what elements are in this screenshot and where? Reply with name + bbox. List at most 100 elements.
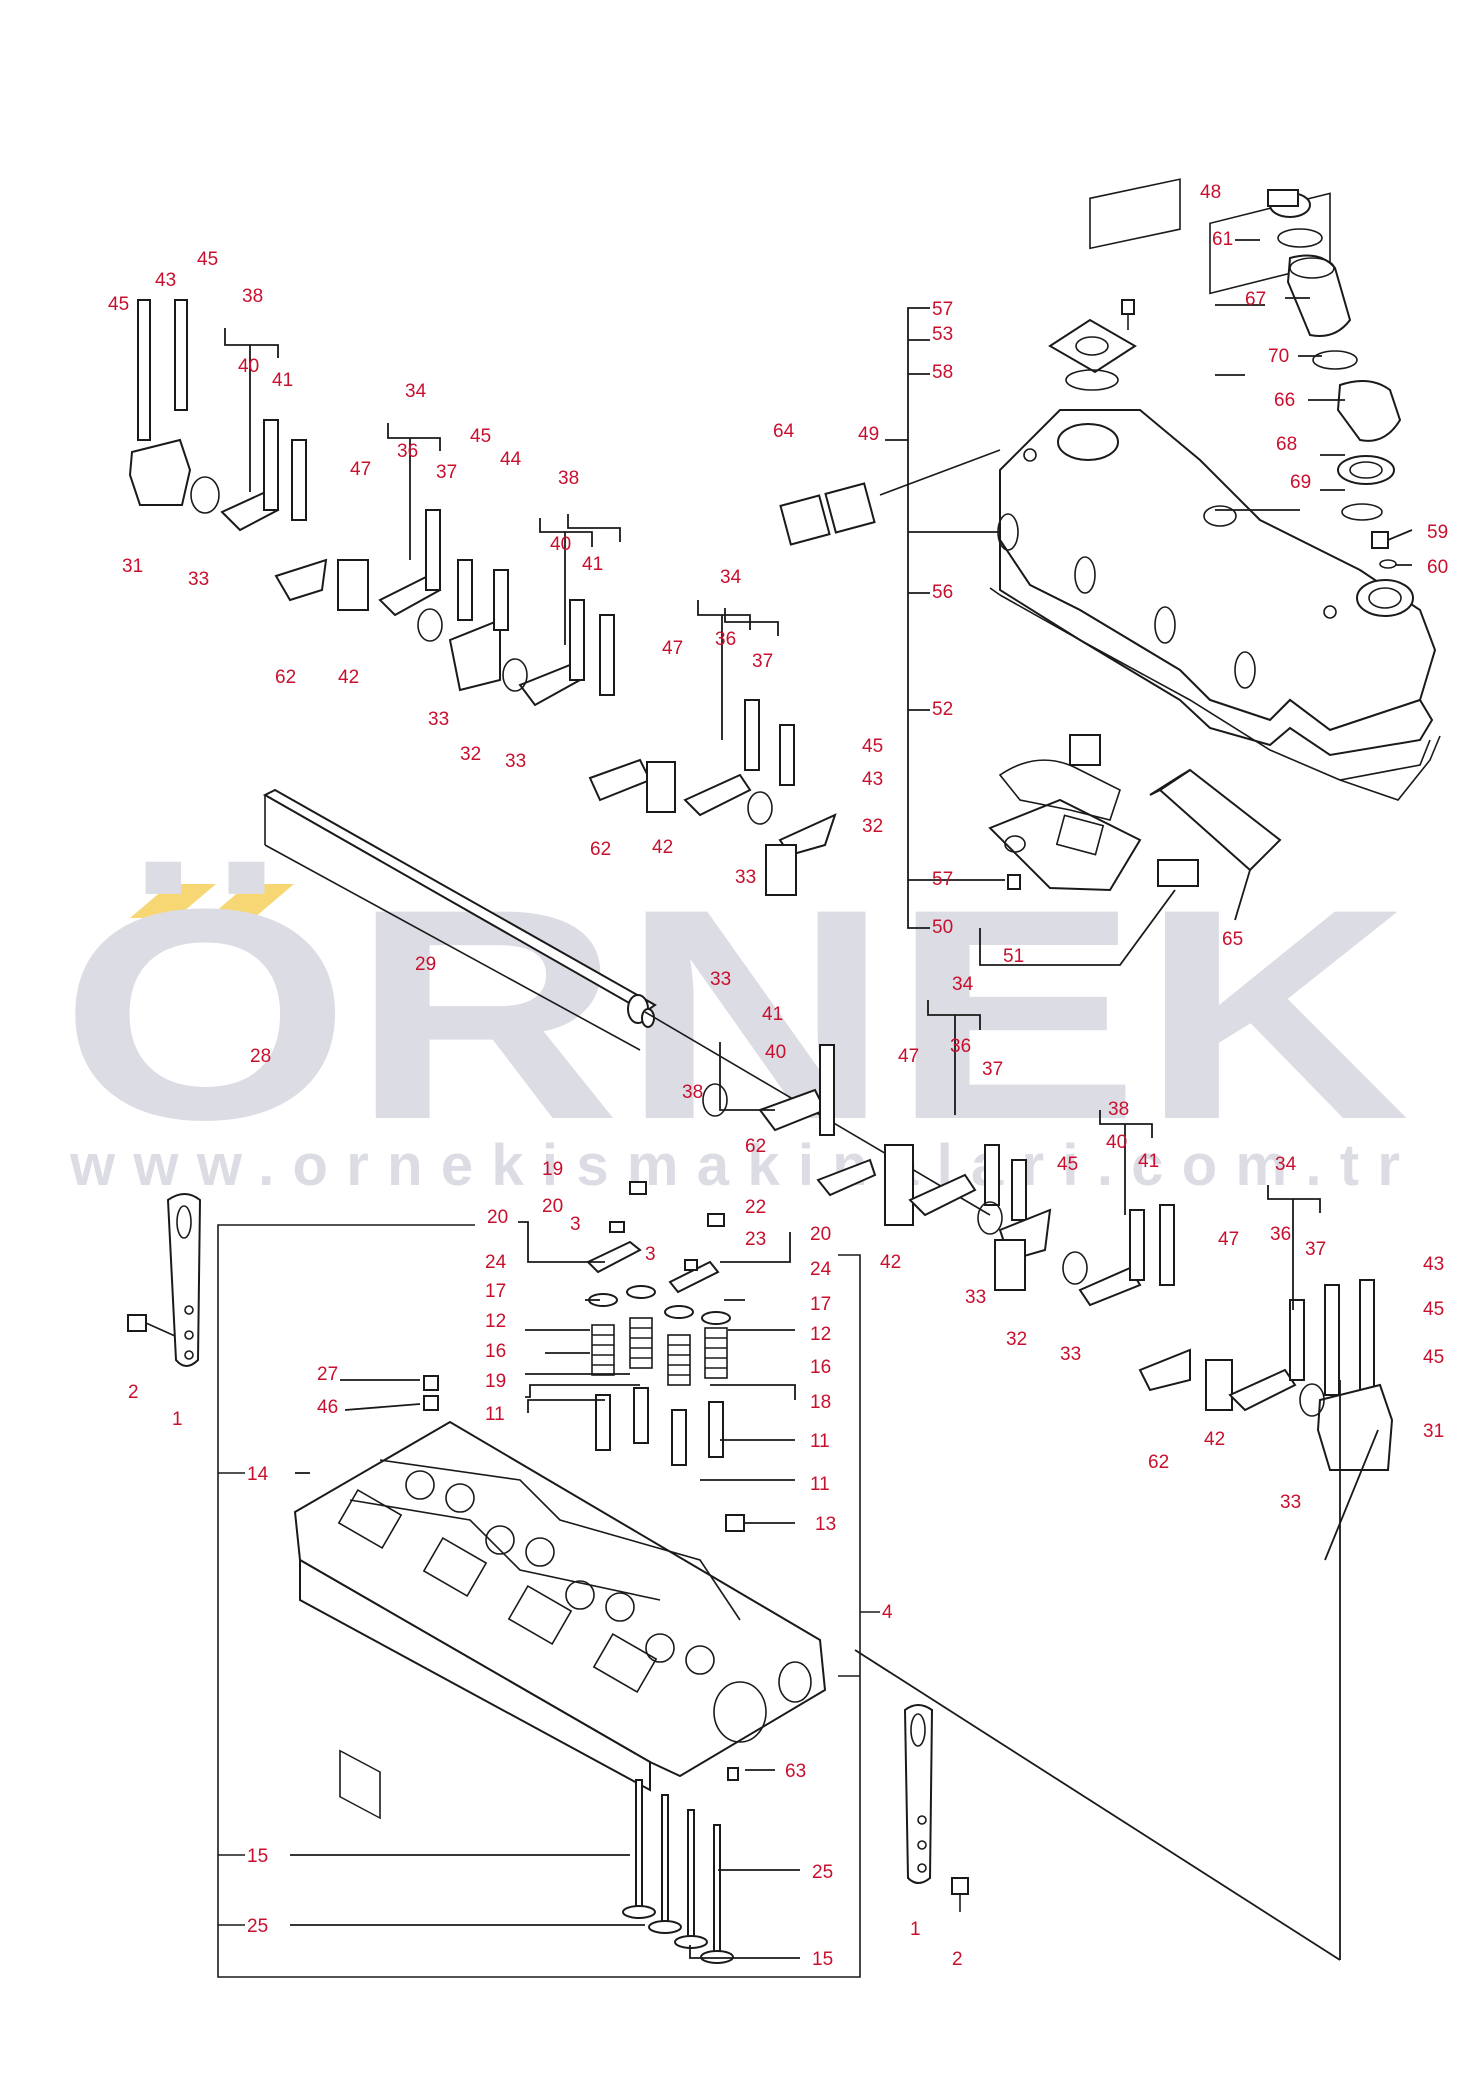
oil-filler-assembly <box>1267 189 1402 569</box>
label-40: 40 <box>765 1042 786 1063</box>
label-60: 60 <box>1427 557 1448 578</box>
label-42: 42 <box>338 667 359 688</box>
label-33: 33 <box>1060 1344 1081 1365</box>
label-20: 20 <box>487 1207 508 1228</box>
lifting-bracket-left <box>166 1193 202 1367</box>
label-11: 11 <box>810 1431 830 1452</box>
label-43: 43 <box>155 270 176 291</box>
label-2: 2 <box>952 1949 963 1970</box>
label-47: 47 <box>662 638 683 659</box>
label-13: 13 <box>815 1514 836 1535</box>
label-20: 20 <box>810 1224 831 1245</box>
label-23: 23 <box>745 1229 766 1250</box>
label-61: 61 <box>1212 229 1233 250</box>
label-22: 22 <box>745 1197 766 1218</box>
label-52: 52 <box>932 699 953 720</box>
label-33: 33 <box>710 969 731 990</box>
sealant-tube <box>1149 768 1282 872</box>
label-63: 63 <box>785 1761 806 1782</box>
label-45: 45 <box>1423 1347 1444 1368</box>
label-33: 33 <box>1280 1492 1301 1513</box>
watermark-brand: ÖRNEK <box>60 846 1410 1182</box>
label-24: 24 <box>810 1259 832 1280</box>
label-41: 41 <box>762 1004 783 1025</box>
label-66: 66 <box>1274 390 1295 411</box>
label-32: 32 <box>460 744 481 765</box>
label-16: 16 <box>810 1357 831 1378</box>
label-68: 68 <box>1276 434 1297 455</box>
label-41: 41 <box>582 554 603 575</box>
label-15: 15 <box>247 1846 268 1867</box>
valve-springs-and-guides <box>423 1285 745 1781</box>
sensor-plate <box>988 734 1199 892</box>
label-47: 47 <box>1218 1229 1239 1250</box>
label-38: 38 <box>682 1082 703 1103</box>
label-45: 45 <box>1423 1299 1444 1320</box>
label-31: 31 <box>122 556 143 577</box>
label-45: 45 <box>470 426 491 447</box>
label-38: 38 <box>558 468 579 489</box>
label-62: 62 <box>590 839 611 860</box>
label-42: 42 <box>1204 1429 1225 1450</box>
label-25: 25 <box>247 1916 268 1937</box>
label-53: 53 <box>932 324 953 345</box>
label-17: 17 <box>485 1281 506 1302</box>
label-56: 56 <box>932 582 953 603</box>
label-15: 15 <box>812 1949 833 1970</box>
label-57: 57 <box>932 869 953 890</box>
label-65: 65 <box>1222 929 1243 950</box>
label-36: 36 <box>397 441 418 462</box>
breather-plate <box>1048 299 1137 391</box>
label-36: 36 <box>715 629 736 650</box>
label-42: 42 <box>652 837 673 858</box>
label-59: 59 <box>1427 522 1448 543</box>
watermark-accent-right <box>208 884 294 918</box>
label-33: 33 <box>188 569 209 590</box>
label-34: 34 <box>952 974 974 995</box>
rocker-arm-sets <box>128 299 1394 1471</box>
label-27: 27 <box>317 1364 338 1385</box>
label-51: 51 <box>1003 946 1024 967</box>
watermark-accent-left <box>130 884 216 918</box>
label-40: 40 <box>238 356 259 377</box>
label-1: 1 <box>172 1409 183 1430</box>
label-34: 34 <box>720 567 742 588</box>
label-50: 50 <box>932 917 953 938</box>
label-14: 14 <box>247 1464 269 1485</box>
label-45: 45 <box>862 736 883 757</box>
valves <box>622 1779 734 1964</box>
label-37: 37 <box>1305 1239 1326 1260</box>
label-43: 43 <box>862 769 883 790</box>
cylinder-head <box>293 1420 827 1820</box>
watermark: ÖRNEK www.ornekismakinalari.com.tr <box>60 846 1410 1198</box>
part-labels: 45 43 45 38 40 41 47 31 33 62 42 34 36 3… <box>108 182 1448 1970</box>
label-47: 47 <box>350 459 371 480</box>
label-24: 24 <box>485 1252 507 1273</box>
label-48: 48 <box>1200 182 1221 203</box>
label-3: 3 <box>645 1244 656 1265</box>
label-34: 34 <box>405 381 427 402</box>
label-12: 12 <box>810 1324 831 1345</box>
label-25: 25 <box>812 1862 833 1883</box>
label-29: 29 <box>415 954 436 975</box>
label-69: 69 <box>1290 472 1311 493</box>
label-37: 37 <box>436 462 457 483</box>
label-62: 62 <box>275 667 296 688</box>
label-37: 37 <box>752 651 773 672</box>
label-41: 41 <box>1138 1151 1159 1172</box>
label-40: 40 <box>1106 1132 1127 1153</box>
label-49: 49 <box>858 424 879 445</box>
label-45: 45 <box>108 294 129 315</box>
label-33: 33 <box>428 709 449 730</box>
label-45: 45 <box>1057 1154 1078 1175</box>
label-41: 41 <box>272 370 293 391</box>
label-36: 36 <box>1270 1224 1291 1245</box>
valve-bridges <box>586 1181 725 1294</box>
label-43: 43 <box>1423 1254 1444 1275</box>
label-33: 33 <box>505 751 526 772</box>
label-16: 16 <box>485 1341 506 1362</box>
label-57: 57 <box>932 299 953 320</box>
label-1: 1 <box>910 1919 921 1940</box>
label-58: 58 <box>932 362 953 383</box>
